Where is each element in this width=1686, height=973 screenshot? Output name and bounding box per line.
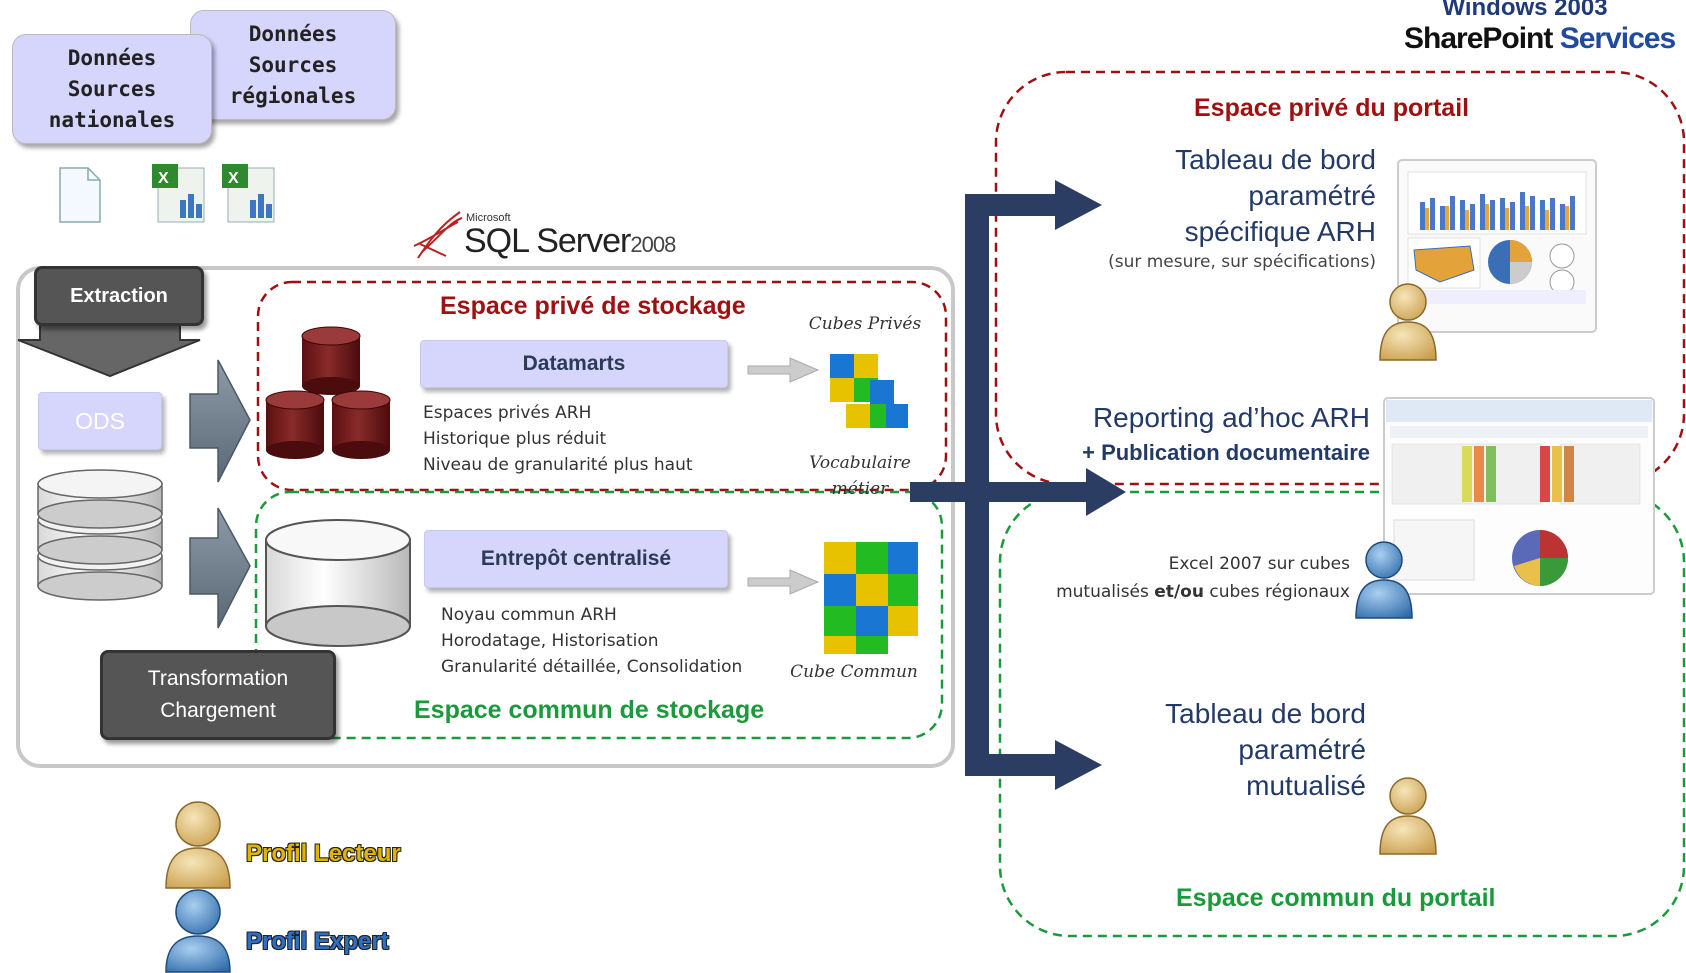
- list-item: Horodatage, Historisation: [441, 631, 659, 651]
- windows-label: Windows 2003: [1442, 0, 1608, 21]
- excel-line2-a: mutualisés: [1056, 582, 1155, 602]
- sqlserver-name: SQL Server: [464, 222, 631, 260]
- vocabulary-line1: Vocabulaire: [809, 453, 911, 473]
- excel-line1: Excel 2007 sur cubes: [1168, 554, 1350, 574]
- extraction-label: Extraction: [70, 284, 168, 307]
- common-cube-label: Cube Commun: [790, 662, 918, 682]
- portal-common-title: Espace commun du portail: [1176, 884, 1496, 912]
- dashboard-specific-line1: Tableau de bord: [1175, 144, 1376, 175]
- private-cube-icon: [830, 354, 908, 428]
- portal-common-region: [998, 490, 1686, 938]
- excel-icon: X: [152, 164, 205, 223]
- dashboard-specific-note: (sur mesure, sur spécifications): [1108, 252, 1376, 272]
- portal-connector-arrows: [910, 180, 1126, 790]
- list-item: Granularité détaillée, Consolidation: [441, 657, 743, 677]
- dashboard-thumbnail-specific: [1397, 159, 1597, 333]
- dashboard-common-title: Tableau de bord paramétré mutualisé: [1070, 696, 1366, 804]
- ods-database-stack: [37, 469, 163, 601]
- sharepoint-label: SharePoint Services: [1404, 22, 1676, 56]
- list-item: Niveau de granularité plus haut: [423, 455, 693, 475]
- services-word: Services: [1559, 22, 1676, 55]
- warehouse-cylinder: [265, 519, 411, 647]
- datamarts-label: Datamarts: [522, 352, 626, 375]
- datamart-cylinders: [265, 326, 391, 459]
- private-storage-list: Espaces privés ARH Historique plus rédui…: [423, 400, 693, 478]
- private-storage-region: [256, 280, 948, 492]
- dashboard-specific-title: Tableau de bord paramétré spécifique ARH: [1080, 142, 1376, 250]
- sharepoint-word: SharePoint: [1404, 22, 1553, 55]
- vocabulary-line2: métier: [831, 479, 889, 499]
- reader-user-icon: [1379, 283, 1437, 361]
- sqlserver-logo-icon: [413, 211, 463, 259]
- storage-panel: [16, 266, 955, 768]
- private-cubes-label: Cubes Privés: [808, 314, 922, 334]
- loading-label: Chargement: [160, 699, 276, 722]
- dashboard-specific-line3: spécifique ARH: [1184, 216, 1376, 247]
- list-item: Espaces privés ARH: [423, 403, 592, 423]
- dashboard-common-line2: paramétré: [1238, 734, 1366, 765]
- report-thumbnail: [1383, 397, 1655, 595]
- excel-line2-b: et/ou: [1154, 582, 1204, 602]
- list-item: Historique plus réduit: [423, 429, 607, 449]
- portal-private-title: Espace privé du portail: [1194, 94, 1470, 122]
- portal-private-region: [994, 70, 1686, 486]
- document-icon: [59, 167, 101, 223]
- datamarts-box: Datamarts: [420, 340, 728, 388]
- extraction-box: Extraction: [34, 266, 204, 326]
- datamart-to-cube-arrow: [747, 357, 820, 383]
- private-storage-title: Espace privé de stockage: [440, 292, 746, 320]
- svg-text:X: X: [158, 170, 169, 187]
- excel-icon: X: [222, 164, 275, 223]
- legend-expert-icon: [165, 889, 231, 973]
- central-warehouse-label: Entrepôt centralisé: [480, 547, 672, 570]
- ods-box: ODS: [38, 392, 162, 450]
- publication-label: + Publication documentaire: [1082, 440, 1370, 465]
- dashboard-specific-line2: paramétré: [1248, 180, 1376, 211]
- excel-line2-c: cubes régionaux: [1203, 582, 1350, 602]
- sqlserver-version: 2008: [630, 232, 676, 257]
- regional-sources-card: Données Sources régionales: [190, 10, 396, 120]
- excel-cubes-note: Excel 2007 sur cubes mutualisés et/ou cu…: [1010, 550, 1350, 606]
- legend-expert-label: Profil Expert: [246, 928, 389, 955]
- central-warehouse-box: Entrepôt centralisé: [424, 530, 728, 588]
- transformation-box: Transformation Chargement: [100, 650, 336, 740]
- reader-user-icon: [1379, 777, 1437, 855]
- excel-line2: mutualisés et/ou cubes régionaux: [1010, 578, 1350, 606]
- dashboard-common-line3: mutualisé: [1246, 770, 1366, 801]
- legend-reader-icon: [165, 801, 231, 889]
- ods-to-datamart-arrow: [189, 359, 251, 483]
- transformation-label: Transformation: [147, 667, 289, 690]
- common-storage-region: [254, 490, 944, 740]
- common-cube-icon: [824, 542, 918, 654]
- list-item: Noyau commun ARH: [441, 605, 617, 625]
- sqlserver-logo: SQL Server2008: [464, 222, 676, 261]
- svg-text:X: X: [228, 170, 239, 187]
- reporting-title: Reporting ad’hoc ARH: [1092, 402, 1370, 433]
- ods-label: ODS: [75, 407, 125, 434]
- legend-reader-label: Profil Lecteur: [246, 840, 401, 867]
- sqlserver-brand: Microsoft: [466, 212, 511, 224]
- business-vocabulary-label: Vocabulaire métier: [800, 450, 920, 502]
- common-storage-list: Noyau commun ARH Horodatage, Historisati…: [441, 602, 742, 680]
- dashboard-common-line1: Tableau de bord: [1165, 698, 1366, 729]
- national-sources-card: Données Sources nationales: [12, 34, 212, 144]
- warehouse-to-cube-arrow: [747, 569, 820, 595]
- common-storage-title: Espace commun de stockage: [414, 696, 765, 724]
- db-to-warehouse-arrow: [189, 507, 251, 629]
- expert-user-icon: [1355, 541, 1413, 619]
